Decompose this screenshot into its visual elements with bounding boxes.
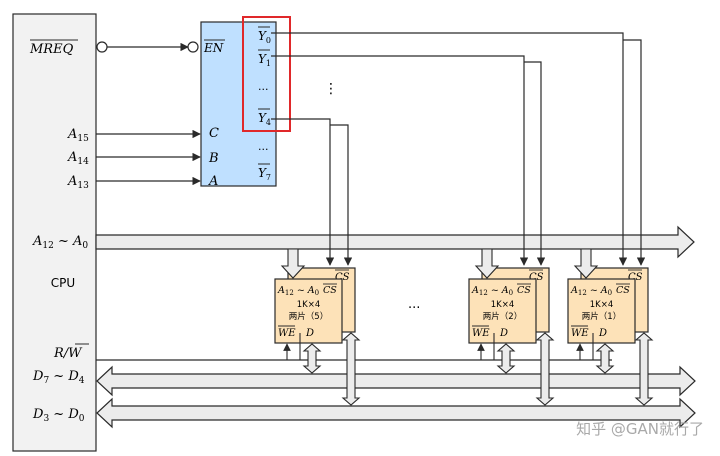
chip-capacity: 1K×4 [491, 300, 515, 310]
chip-addr-arrow [573, 248, 599, 279]
chip-back-cs: CS [529, 272, 544, 283]
chip-addr-label: A12 ~ A0 [277, 285, 319, 297]
chip-we: WE [278, 328, 296, 339]
chip-data-arrow-high [496, 343, 516, 374]
pin-mreq: MREQ [29, 39, 78, 57]
decoder-y1: Y1 [258, 49, 271, 68]
chip-capacity: 1K×4 [297, 300, 321, 310]
mreq-bubble [96, 41, 108, 53]
svg-text:Y0: Y0 [258, 29, 271, 45]
decoder-block [200, 21, 277, 187]
decoder-c: C [209, 126, 219, 141]
pin-d-high: D7 ~ D4 [32, 369, 85, 386]
y4-wire-b [330, 124, 353, 266]
chip-d: D [598, 328, 607, 339]
chip-we: WE [571, 328, 589, 339]
watermark: 知乎 @GAN就行了 [576, 420, 704, 438]
cpu-block [12, 13, 97, 452]
decoder-a: A [208, 174, 218, 189]
chip-data-arrow-low [634, 332, 654, 406]
chip-d: D [499, 328, 508, 339]
chip-back-cs: CS [335, 272, 350, 283]
decoder-y-dots-2: ··· [258, 143, 269, 156]
chip-gap-dots: ··· [408, 301, 420, 316]
decoder-y-dots: ··· [258, 83, 269, 96]
decoder-y7: Y7 [258, 163, 271, 182]
chip-data-arrow-low [341, 332, 361, 406]
y0-wire-b [623, 39, 646, 266]
decoder-en: EN [203, 39, 225, 55]
y1-wire-b [524, 61, 546, 266]
y4-wire-a [271, 118, 335, 266]
pin-a15: A15 [67, 127, 89, 144]
svg-text:MREQ: MREQ [29, 42, 74, 57]
chip-data-arrow-high [302, 343, 322, 374]
chip-front [274, 278, 343, 344]
chip-addr-label: A12 ~ A0 [471, 285, 513, 297]
chip-data-arrow-low [535, 332, 555, 406]
chip-back-cs: CS [628, 272, 643, 283]
y1-wire-a [271, 55, 529, 266]
chip-capacity: 1K×4 [590, 300, 614, 310]
chip-d: D [305, 328, 314, 339]
chip-addr-arrow [474, 248, 500, 279]
chip-desc: 两片（2） [483, 311, 522, 322]
chip-data-arrow-high [595, 343, 615, 374]
cpu-label: CPU [51, 276, 75, 290]
chip-cs: CS [323, 285, 337, 296]
decoder-b: B [208, 151, 219, 166]
decoder-y4: Y4 [258, 108, 271, 127]
y0-wire-a [271, 32, 628, 266]
chip-addr-arrow [280, 248, 306, 279]
highlight-box [242, 16, 291, 132]
svg-text:Y7: Y7 [258, 166, 271, 182]
pin-addr-low: A12 ~ A0 [32, 234, 88, 251]
chip-front [567, 278, 636, 344]
chip-front [468, 278, 537, 344]
pin-a13: A13 [67, 174, 89, 191]
svg-text:EN: EN [203, 41, 224, 55]
chip-we: WE [472, 328, 490, 339]
pin-d-low: D3 ~ D0 [32, 407, 85, 424]
chip-addr-label: A12 ~ A0 [570, 285, 612, 297]
chip-desc: 两片（5） [289, 311, 328, 322]
chip-cs: CS [616, 285, 630, 296]
chip-cs: CS [517, 285, 531, 296]
svg-text:Y4: Y4 [258, 111, 271, 127]
chip-desc: 两片（1） [582, 311, 621, 322]
svg-text:R/W: R/W [53, 346, 83, 361]
address-bus [95, 225, 695, 259]
data-bus-low [96, 397, 696, 429]
decoder-y0: Y0 [258, 26, 271, 45]
en-bubble [187, 41, 199, 53]
svg-text:Y1: Y1 [258, 52, 271, 68]
decoder-vdots: ⋮ [324, 81, 338, 97]
pin-a14: A14 [67, 150, 89, 167]
pin-rw: R/W [53, 343, 89, 361]
